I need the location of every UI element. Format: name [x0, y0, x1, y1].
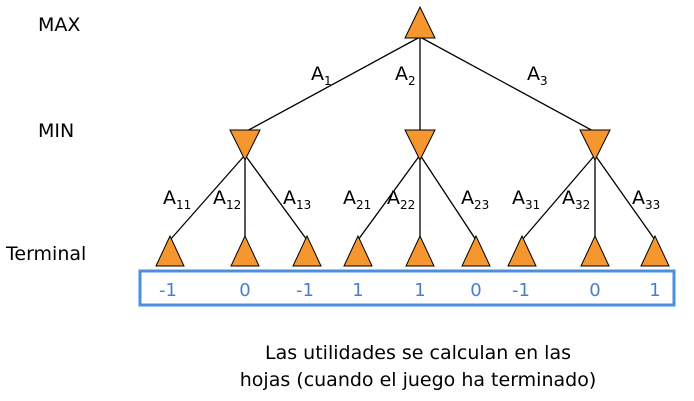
root-edges: [244, 36, 596, 133]
utility-value-7: -1: [512, 280, 530, 301]
edge-root-to-min1: [244, 36, 421, 133]
min-node-1: [229, 129, 261, 162]
leaf-edges: [169, 154, 656, 241]
edge-label-a22: A22: [387, 187, 415, 212]
edge-min2-to-leaf6: [419, 154, 477, 241]
max-node: [404, 5, 436, 39]
utility-value-6: 0: [470, 280, 481, 301]
edge-label-a32: A32: [562, 187, 590, 212]
edge-label-a13: A13: [283, 187, 311, 212]
utility-value-9: 1: [649, 280, 660, 301]
edge-label-a11: A11: [163, 187, 191, 212]
utility-value-1: -1: [159, 280, 177, 301]
terminal-node-7: [507, 234, 537, 267]
terminal-node-5: [405, 234, 435, 267]
edge-min3-to-leaf9: [594, 154, 656, 241]
utility-value-5: 1: [414, 280, 425, 301]
caption-line-2: hojas (cuando el juego ha terminado): [240, 369, 597, 391]
edge-min1-to-leaf1: [169, 154, 246, 241]
min-node-3: [579, 129, 611, 162]
utility-value-3: -1: [296, 280, 314, 301]
terminal-node-3: [292, 234, 322, 267]
min-node-2: [404, 129, 436, 162]
terminal-node-9: [640, 234, 670, 267]
utility-value-8: 0: [589, 280, 600, 301]
terminal-level-label: Terminal: [5, 243, 86, 265]
terminal-node-1: [155, 234, 185, 267]
utilities-box: [138, 269, 676, 307]
utility-value-4: 1: [352, 280, 363, 301]
terminal-node-8: [580, 234, 610, 267]
edge-label-a23: A23: [461, 187, 489, 212]
max-level-label: MAX: [38, 14, 80, 36]
edge-min2-to-leaf4: [357, 154, 421, 241]
edge-label-a31: A31: [512, 187, 540, 212]
edge-label-a2: A2: [395, 63, 416, 88]
edge-label-a33: A33: [632, 187, 660, 212]
utility-value-2: 0: [239, 280, 250, 301]
terminal-node-4: [343, 234, 373, 267]
min-level-label: MIN: [38, 120, 74, 142]
terminal-node-2: [230, 234, 260, 267]
edge-label-a1: A1: [311, 63, 332, 88]
edge-min1-to-leaf3: [244, 154, 308, 241]
terminal-node-6: [461, 234, 491, 267]
edge-min3-to-leaf7: [521, 154, 596, 241]
edge-root-to-min3: [419, 36, 596, 133]
caption-line-1: Las utilidades se calculan en las: [265, 342, 571, 364]
edge-label-a12: A12: [213, 187, 241, 212]
edge-label-a21: A21: [343, 187, 371, 212]
edge-label-a3: A3: [527, 63, 548, 88]
